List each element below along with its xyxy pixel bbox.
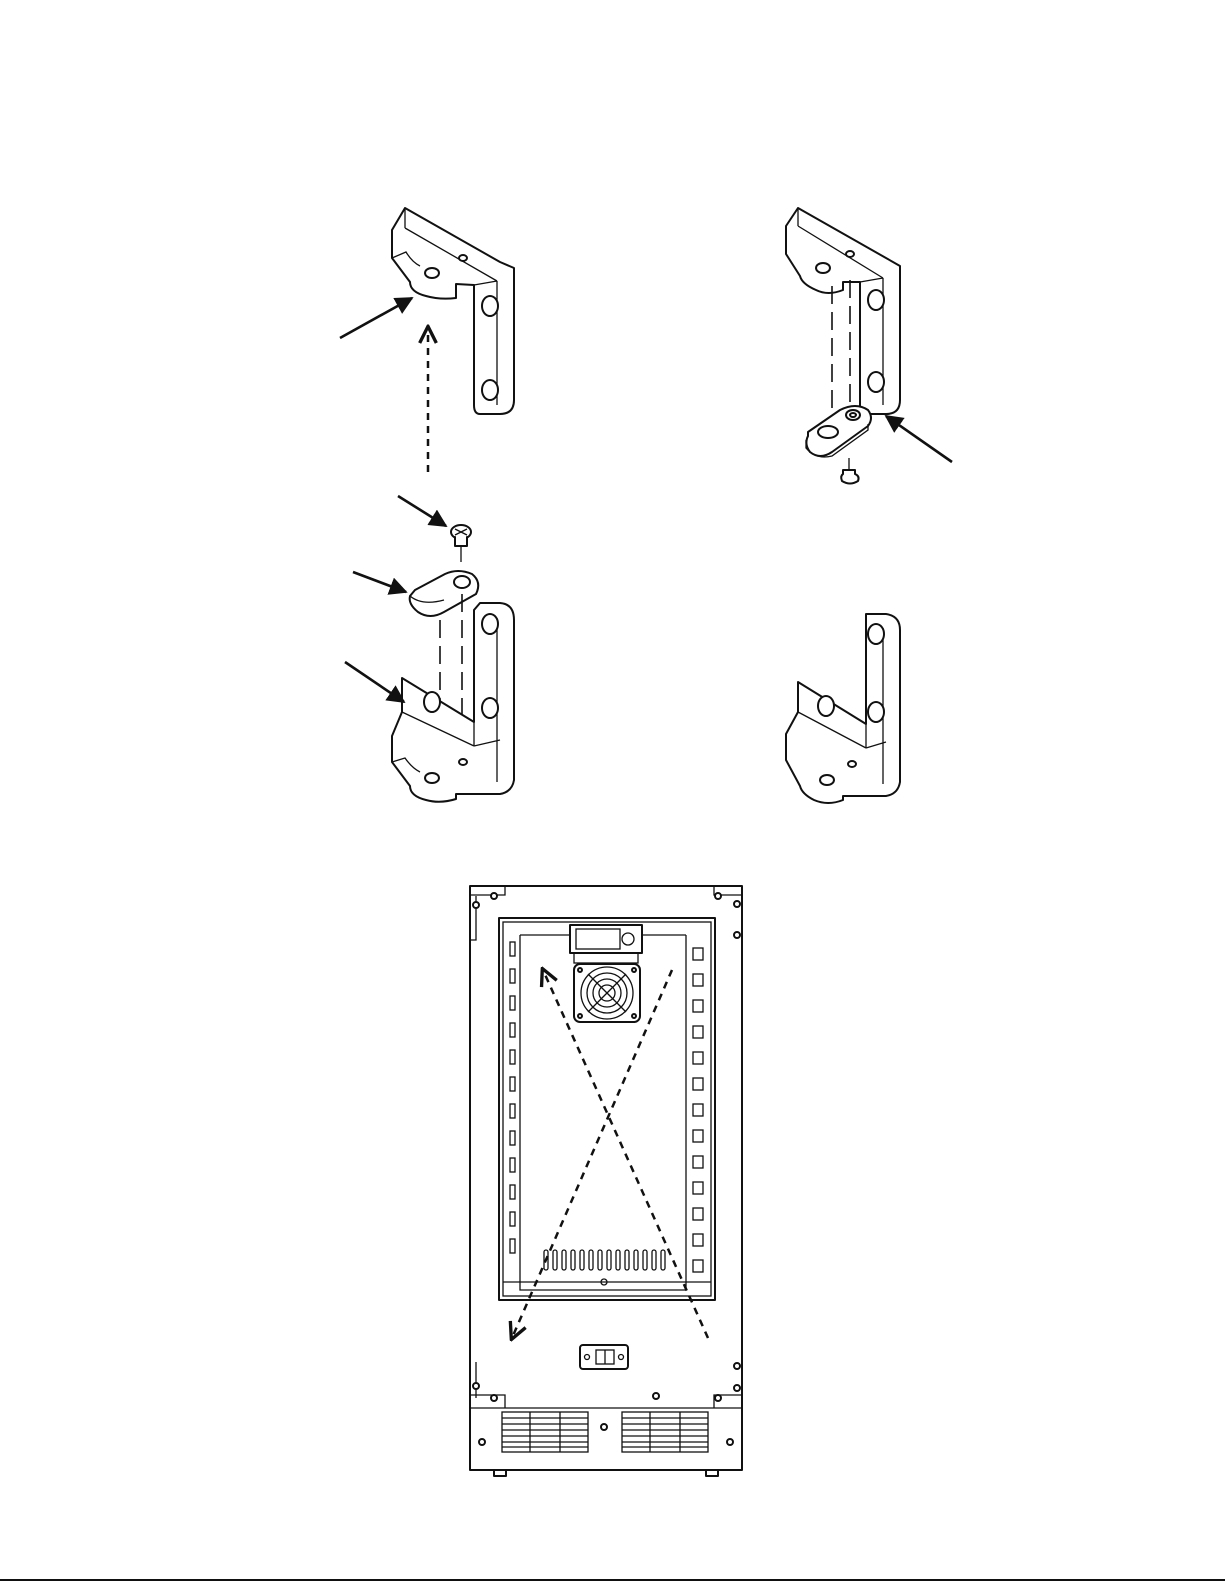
hinge-screw-installed bbox=[841, 458, 858, 484]
power-switch bbox=[580, 1345, 628, 1369]
hinge-screw bbox=[451, 525, 471, 562]
callout-arrow-hinge-pin-installed bbox=[886, 416, 952, 462]
upper-left-hinge-bracket bbox=[392, 208, 514, 414]
left-foot bbox=[494, 1470, 506, 1476]
fan-grille bbox=[574, 964, 640, 1022]
callout-arrow-hinge-pin bbox=[353, 572, 406, 592]
upper-right-hinge-bracket bbox=[786, 208, 900, 414]
hinge-pin-plate-installed bbox=[806, 406, 871, 457]
callout-arrow-screw bbox=[398, 496, 446, 526]
lower-right-hinge-bracket bbox=[786, 614, 900, 803]
callout-arrow-bracket bbox=[345, 662, 404, 702]
lower-left-hinge-bracket bbox=[392, 603, 514, 802]
right-foot bbox=[706, 1470, 718, 1476]
cabinet-rear-panel bbox=[470, 886, 742, 1476]
hinge-pin-plate bbox=[410, 571, 479, 616]
callout-arrow-hinge-hole bbox=[340, 298, 412, 338]
